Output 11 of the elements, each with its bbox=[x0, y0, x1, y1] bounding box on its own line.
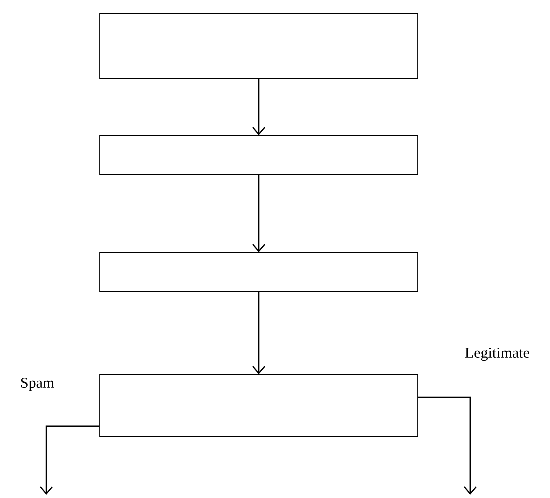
arrow bbox=[252, 175, 266, 253]
arrow bbox=[40, 426, 100, 495]
process-box bbox=[100, 14, 418, 80]
process-box bbox=[100, 374, 418, 438]
edge-label: Legitimate bbox=[465, 348, 530, 362]
arrow bbox=[252, 292, 266, 375]
process-box bbox=[100, 252, 418, 292]
process-box bbox=[100, 136, 418, 176]
arrow bbox=[418, 396, 477, 495]
arrow bbox=[252, 79, 266, 136]
edge-label: Spam bbox=[21, 378, 54, 392]
